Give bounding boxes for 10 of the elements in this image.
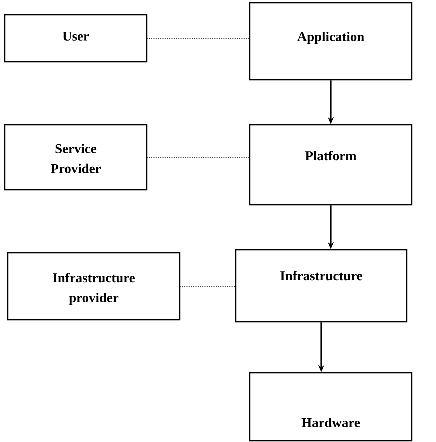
connector-line [147,157,250,158]
process-box: Infrastructure provider [7,252,181,321]
connector-line [180,286,236,287]
process-box: Hardware [249,372,413,442]
process-box: Infrastructure [235,249,408,323]
process-box: Service Provider [4,124,148,191]
connector-line [147,38,250,39]
process-box: Platform [249,124,413,206]
process-box: User [4,14,148,63]
process-box: Application [249,2,413,81]
